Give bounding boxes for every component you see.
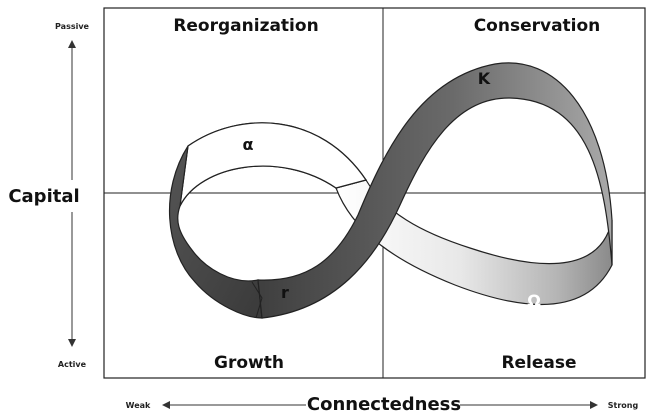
y-axis-top-label: Passive [55,22,90,31]
y-axis-title: Capital [8,186,79,207]
alpha-band-fill [179,122,367,207]
y-axis-arrow-up-icon [68,40,76,48]
x-axis-title: Connectedness [307,394,461,412]
r-band [168,145,263,319]
quadrant-growth: Growth [214,353,284,373]
y-axis-arrow-down-icon [68,339,76,347]
phase-r-label: r [281,283,289,302]
quadrant-release: Release [501,353,576,373]
x-axis-left-label: Weak [126,401,151,410]
x-axis-arrow-right-icon [590,401,598,409]
r-band-crease [251,281,263,319]
quadrant-conservation: Conservation [474,16,601,36]
x-axis-right-label: Strong [608,401,639,410]
phase-omega-label: Ω [527,291,541,310]
x-axis-arrow-left-icon [162,401,170,409]
phase-alpha-label: α [243,135,254,154]
y-axis-bottom-label: Active [58,360,87,369]
phase-k-label: K [478,69,491,88]
k-band [257,62,613,319]
quadrant-reorganization: Reorganization [173,16,318,36]
